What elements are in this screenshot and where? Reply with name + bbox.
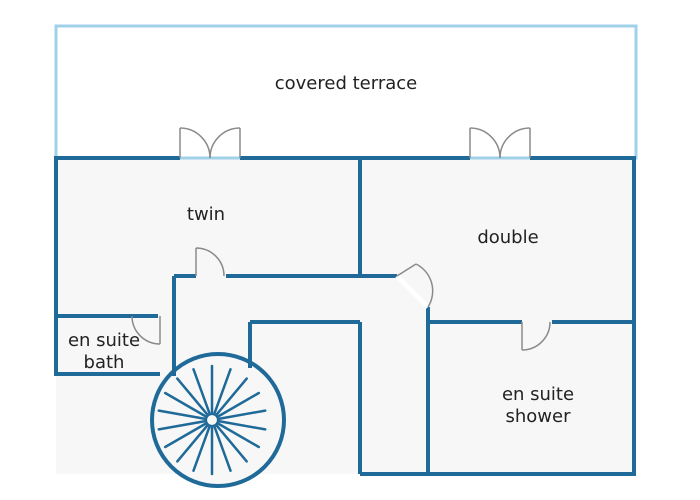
door-swing-arc <box>395 263 434 309</box>
double-door-swing-arc <box>179 127 241 159</box>
stair-tread <box>214 423 248 463</box>
stair-tread <box>214 377 248 417</box>
bath-label-line2: bath <box>83 352 125 373</box>
double-door-swing-arc <box>469 127 531 159</box>
door-swing-arc <box>131 315 161 345</box>
interior-walls <box>56 158 636 474</box>
spiral-staircase-icon <box>150 352 286 488</box>
door-swing-arc <box>521 321 551 351</box>
exterior-walls <box>54 156 636 476</box>
stair-tread <box>192 424 212 472</box>
shower-label-line2: shower <box>505 406 571 427</box>
bath-label-line1: en suite <box>67 330 141 351</box>
stair-tread <box>216 409 267 421</box>
stair-tread <box>176 423 210 463</box>
stair-tread <box>216 419 267 431</box>
stair-tread <box>157 419 208 431</box>
stair-tread <box>163 421 209 449</box>
stair-tread <box>192 368 212 416</box>
stair-treads <box>157 364 267 476</box>
stair-tread <box>215 421 261 449</box>
stair-tread <box>157 409 208 421</box>
room-label-twin: twin <box>186 204 226 225</box>
stair-tread <box>163 391 209 419</box>
stair-tread <box>212 368 232 416</box>
stair-tread <box>176 377 210 417</box>
shower-label-line1: en suite <box>501 384 575 405</box>
room-label-en-suite-bath: en suite bath <box>56 330 152 374</box>
stair-tread <box>215 391 261 419</box>
door-swing-arc <box>195 247 225 277</box>
room-label-en-suite-shower: en suite shower <box>488 384 588 428</box>
room-label-covered-terrace: covered terrace <box>274 73 418 94</box>
stair-tread <box>212 424 232 472</box>
room-label-double: double <box>477 227 539 248</box>
